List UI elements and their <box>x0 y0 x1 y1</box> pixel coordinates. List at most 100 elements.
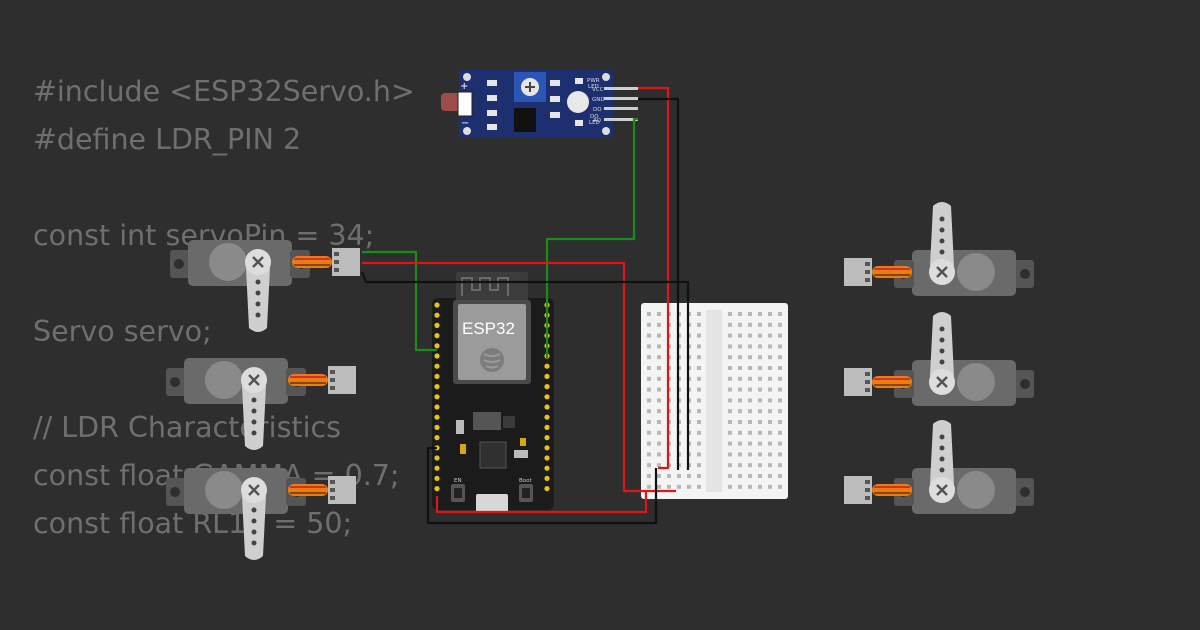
esp32-pin[interactable] <box>434 486 440 492</box>
breadboard-hole[interactable] <box>768 409 772 414</box>
breadboard-hole[interactable] <box>687 484 691 489</box>
breadboard-hole[interactable] <box>778 387 782 392</box>
esp32-pin[interactable] <box>434 455 440 461</box>
breadboard-hole[interactable] <box>778 355 782 360</box>
breadboard-hole[interactable] <box>657 430 661 435</box>
breadboard-hole[interactable] <box>738 430 742 435</box>
breadboard-hole[interactable] <box>748 333 752 338</box>
breadboard-hole[interactable] <box>657 420 661 424</box>
wire-red[interactable] <box>638 86 670 470</box>
esp32-pin[interactable] <box>434 424 440 430</box>
breadboard-hole[interactable] <box>758 463 762 468</box>
esp32-pin[interactable] <box>434 373 440 379</box>
breadboard-hole[interactable] <box>758 430 762 435</box>
breadboard-hole[interactable] <box>748 484 752 489</box>
breadboard-hole[interactable] <box>657 474 661 478</box>
breadboard-hole[interactable] <box>768 312 772 316</box>
wire-black[interactable] <box>426 446 658 525</box>
breadboard-hole[interactable] <box>768 452 772 457</box>
breadboard-hole[interactable] <box>778 420 782 424</box>
breadboard-hole[interactable] <box>657 484 661 489</box>
esp32-pin[interactable] <box>544 414 550 420</box>
breadboard-hole[interactable] <box>738 366 742 370</box>
wire-black[interactable] <box>360 271 690 470</box>
breadboard-hole[interactable] <box>647 355 651 360</box>
esp32-pin[interactable] <box>434 394 440 400</box>
breadboard-hole[interactable] <box>657 452 661 457</box>
breadboard-hole[interactable] <box>748 322 752 327</box>
breadboard-hole[interactable] <box>758 398 762 403</box>
breadboard-hole[interactable] <box>748 376 752 381</box>
breadboard-hole[interactable] <box>657 344 661 349</box>
breadboard-hole[interactable] <box>728 409 732 414</box>
breadboard-hole[interactable] <box>768 333 772 338</box>
breadboard-hole[interactable] <box>647 398 651 403</box>
breadboard-hole[interactable] <box>738 312 742 316</box>
breadboard-hole[interactable] <box>738 322 742 327</box>
breadboard-hole[interactable] <box>728 322 732 327</box>
esp32-devkit[interactable]: ESP32 Boot EN <box>432 272 554 512</box>
esp32-pin[interactable] <box>434 302 440 308</box>
breadboard-hole[interactable] <box>768 366 772 370</box>
wire-red[interactable] <box>435 491 648 514</box>
breadboard-hole[interactable] <box>697 312 701 316</box>
breadboard-hole[interactable] <box>758 452 762 457</box>
esp32-pin[interactable] <box>544 445 550 451</box>
breadboard-hole[interactable] <box>657 398 661 403</box>
breadboard-hole[interactable] <box>697 484 701 489</box>
breadboard-hole[interactable] <box>657 355 661 360</box>
esp32-pin[interactable] <box>544 475 550 481</box>
servo-motor[interactable] <box>166 358 356 450</box>
breadboard-hole[interactable] <box>647 484 651 489</box>
breadboard-hole[interactable] <box>677 484 681 489</box>
breadboard-hole[interactable] <box>778 463 782 468</box>
esp32-pin[interactable] <box>434 353 440 359</box>
breadboard-hole[interactable] <box>697 387 701 392</box>
breadboard-hole[interactable] <box>647 463 651 468</box>
esp32-pin[interactable] <box>434 384 440 390</box>
breadboard-hole[interactable] <box>697 420 701 424</box>
breadboard-hole[interactable] <box>728 366 732 370</box>
breadboard-hole[interactable] <box>647 322 651 327</box>
breadboard-hole[interactable] <box>768 355 772 360</box>
breadboard-hole[interactable] <box>778 376 782 381</box>
servo-motor[interactable] <box>844 420 1034 514</box>
breadboard-hole[interactable] <box>697 409 701 414</box>
breadboard-hole[interactable] <box>748 474 752 478</box>
breadboard-hole[interactable] <box>748 463 752 468</box>
esp32-pin[interactable] <box>434 312 440 318</box>
breadboard-hole[interactable] <box>738 344 742 349</box>
breadboard-hole[interactable] <box>748 441 752 446</box>
esp32-pin[interactable] <box>544 424 550 430</box>
breadboard-hole[interactable] <box>738 463 742 468</box>
breadboard-hole[interactable] <box>657 387 661 392</box>
breadboard-hole[interactable] <box>697 452 701 457</box>
breadboard-hole[interactable] <box>778 344 782 349</box>
breadboard-hole[interactable] <box>758 355 762 360</box>
breadboard-hole[interactable] <box>758 312 762 316</box>
breadboard-hole[interactable] <box>657 322 661 327</box>
breadboard-hole[interactable] <box>768 463 772 468</box>
breadboard-hole[interactable] <box>647 420 651 424</box>
breadboard-hole[interactable] <box>738 355 742 360</box>
breadboard-hole[interactable] <box>647 452 651 457</box>
esp32-pin[interactable] <box>434 465 440 471</box>
breadboard-hole[interactable] <box>697 463 701 468</box>
breadboard-hole[interactable] <box>778 322 782 327</box>
breadboard-hole[interactable] <box>758 333 762 338</box>
breadboard-hole[interactable] <box>647 333 651 338</box>
breadboard-hole[interactable] <box>748 452 752 457</box>
breadboard-hole[interactable] <box>738 452 742 457</box>
esp32-pin[interactable] <box>544 373 550 379</box>
breadboard-hole[interactable] <box>647 430 651 435</box>
breadboard-hole[interactable] <box>657 366 661 370</box>
servo-motor[interactable] <box>844 202 1034 296</box>
servo-motor[interactable] <box>166 468 356 560</box>
breadboard-hole[interactable] <box>748 398 752 403</box>
esp32-pin[interactable] <box>544 394 550 400</box>
breadboard-hole[interactable] <box>768 430 772 435</box>
breadboard-hole[interactable] <box>647 409 651 414</box>
breadboard-hole[interactable] <box>748 312 752 316</box>
